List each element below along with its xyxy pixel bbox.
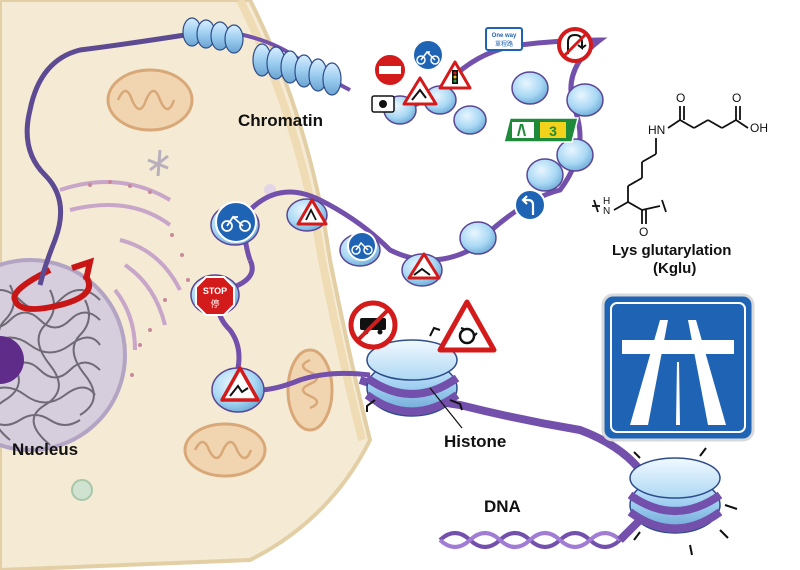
atom-nh-lower-h: H <box>603 196 610 207</box>
road-sign-roundabout-icon <box>437 299 497 353</box>
chromatin-solenoid <box>182 17 351 96</box>
vesicle <box>71 479 93 501</box>
dna-label: DNA <box>484 497 521 516</box>
nucleolus <box>0 336 24 384</box>
road-sign-turn-left-icon <box>514 189 546 221</box>
one-way-text: One way <box>492 33 517 39</box>
road-sign-expressway-exit-icon: 3 <box>503 117 579 143</box>
road-sign-cycle-route-icon <box>210 201 260 246</box>
exit-number-text: 3 <box>549 123 557 139</box>
motorway-sign-icon <box>601 293 755 442</box>
chromatin-label: Chromatin <box>238 111 323 130</box>
road-sign-stop-icon: STOP 停 <box>190 274 240 316</box>
modification-abbreviation: (Kglu) <box>653 260 697 277</box>
road-sign-no-u-turn-icon <box>557 27 593 63</box>
road-sign-traffic-light-icon <box>438 60 472 90</box>
modification-name: Lys glutarylation <box>612 242 732 259</box>
stop-cn-text: 停 <box>210 298 219 310</box>
road-sign-quayside-icon <box>401 252 443 287</box>
cell <box>0 0 373 570</box>
atom-oh: OH <box>750 121 768 135</box>
mitochondrion <box>183 422 267 478</box>
centrosome <box>147 149 169 177</box>
atom-nh-upper: HN <box>648 123 665 137</box>
road-sign-no-bus-icon <box>348 300 398 350</box>
one-way-cn-text: 單程路 <box>495 40 513 48</box>
road-sign-bicycle-icon <box>339 231 381 267</box>
nucleosome <box>627 447 738 556</box>
nucleus-label: Nucleus <box>12 440 79 459</box>
zoom-arrow <box>11 257 95 312</box>
atom-nh-lower-n: N <box>603 206 610 217</box>
road-sign-hazard-icon <box>286 198 328 232</box>
mitochondrion <box>106 68 194 132</box>
atom-o-top-left: O <box>676 91 685 105</box>
road-sign-hazard-icon <box>402 76 438 106</box>
atom-o-top-right: O <box>732 91 741 105</box>
road-sign-one-way-icon: One way 單程路 <box>485 27 523 51</box>
kglu-atoms: O O OH HN H N O <box>603 91 768 239</box>
road-sign-quayside-icon <box>211 366 265 413</box>
histone-nucleosome <box>364 326 463 429</box>
road-sign-no-entry-icon <box>373 53 407 87</box>
mitochondrion <box>286 348 334 432</box>
atom-o-bottom: O <box>639 225 648 239</box>
kglu-structure <box>592 106 749 224</box>
chromatin-fiber <box>24 32 186 286</box>
road-sign-bicycle-icon <box>412 39 444 71</box>
histone-label: Histone <box>444 432 507 451</box>
road-sign-camera-icon <box>371 95 395 113</box>
dna-helix <box>438 517 643 549</box>
stop-text: STOP <box>203 286 227 296</box>
